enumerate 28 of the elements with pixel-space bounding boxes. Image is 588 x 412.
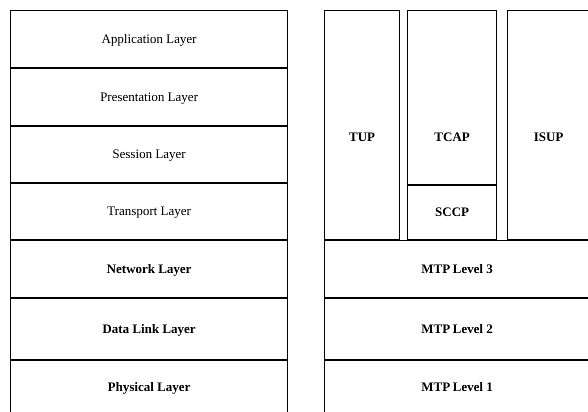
layer-label: Presentation Layer (100, 88, 198, 106)
layer-box (10, 10, 288, 68)
layer-box (324, 10, 400, 240)
layer-box (10, 360, 288, 412)
layer-box (10, 68, 288, 126)
layer-label: Network Layer (106, 260, 192, 278)
layer-box (324, 360, 588, 412)
layer-label: Physical Layer (108, 378, 190, 396)
layer-label: ISUP (534, 129, 564, 146)
layer-label: MTP Level 1 (421, 378, 493, 396)
layer-label: TUP (349, 129, 375, 146)
layer-box (10, 126, 288, 183)
layer-box (507, 10, 588, 240)
layer-box (324, 240, 588, 298)
layer-box (407, 185, 497, 240)
layer-box (10, 240, 288, 298)
layer-label: Session Layer (112, 146, 186, 163)
layer-label: TCAP (434, 129, 470, 146)
layer-label: Data Link Layer (102, 320, 196, 338)
layer-label: MTP Level 2 (421, 320, 493, 338)
layer-box (324, 298, 588, 360)
layer-box (10, 183, 288, 240)
layer-label: MTP Level 3 (421, 260, 493, 278)
layer-label: Transport Layer (107, 203, 191, 220)
layer-label: Application Layer (102, 30, 196, 48)
layer-box (10, 298, 288, 360)
layer-label: SCCP (435, 204, 469, 221)
layer-box (407, 10, 497, 185)
